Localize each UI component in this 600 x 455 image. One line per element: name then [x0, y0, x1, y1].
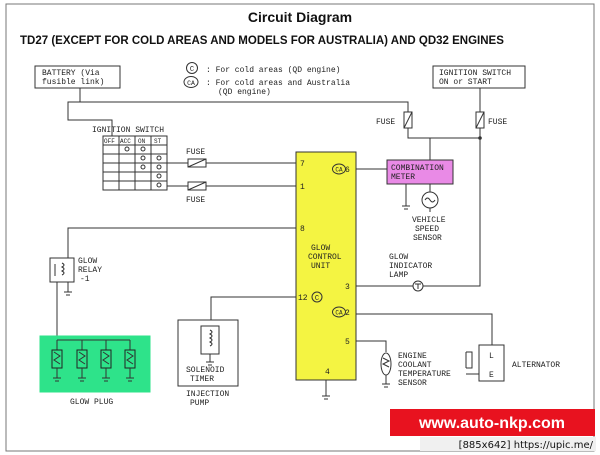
vss-label: VEHICLE	[412, 216, 446, 225]
wire-battery-ignition	[67, 102, 113, 138]
ignition-on-start-box	[432, 65, 526, 89]
ignition-switch-table: OFF ACC ON ST	[102, 135, 168, 191]
combination-meter-label: COMBINATION	[391, 164, 444, 173]
gcu-pin5: 5	[345, 338, 350, 347]
gcu-pin3: 3	[345, 283, 350, 292]
svg-text:TEMPERATURE: TEMPERATURE	[398, 370, 451, 379]
svg-text:C: C	[190, 66, 194, 74]
watermark-banner	[390, 409, 595, 436]
ground-gcu	[322, 380, 330, 400]
gcu-pin1: 1	[300, 183, 305, 192]
svg-text:CA: CA	[335, 167, 343, 174]
coolant-sensor-label: ENGINE	[398, 352, 427, 361]
ignition-on-start-label: IGNITION SWITCH	[439, 69, 511, 78]
ignition-switch-label: IGNITION SWITCH	[92, 126, 164, 135]
gcu-pin6: 6	[345, 166, 350, 175]
svg-text:SENSOR: SENSOR	[413, 234, 442, 243]
wire-gcu-pin2	[356, 313, 493, 345]
svg-text:CA: CA	[335, 310, 343, 317]
alternator	[478, 344, 505, 382]
ground-alternator	[465, 351, 479, 375]
watermark-text: www.auto-nkp.com	[418, 415, 565, 432]
svg-text:(QD engine): (QD engine)	[218, 88, 271, 97]
svg-text:RELAY: RELAY	[78, 266, 102, 275]
svg-text:fusible link): fusible link)	[42, 78, 104, 87]
gcu-pin7: 7	[300, 160, 305, 169]
legend-ca-symbol	[183, 76, 199, 88]
wire-lamp-feed	[356, 138, 481, 287]
gcu-pin4: 4	[325, 368, 330, 377]
wire-gcu-pin8	[67, 227, 296, 258]
glow-control-unit	[295, 151, 357, 381]
svg-text:INDICATOR: INDICATOR	[389, 262, 432, 271]
alternator-pin-l: L	[489, 352, 494, 361]
size-note-bg	[420, 437, 596, 451]
glow-plug-group	[39, 335, 151, 393]
svg-text:OFF: OFF	[104, 138, 115, 145]
glow-lamp-label: GLOW	[389, 253, 408, 262]
combination-meter	[386, 159, 454, 185]
legend-c-text: : For cold areas (QD engine)	[206, 66, 340, 75]
wire-battery-fuse	[80, 101, 409, 112]
svg-text:COOLANT: COOLANT	[398, 361, 432, 370]
gcu-pin8: 8	[300, 225, 305, 234]
gcu-label: GLOW	[311, 244, 330, 253]
glow-plug-label: GLOW PLUG	[70, 398, 113, 407]
svg-text:UNIT: UNIT	[311, 262, 330, 271]
glow-relay	[49, 257, 75, 283]
wire-gcu-pin12	[210, 296, 296, 320]
glow-plug-4	[124, 340, 136, 382]
glow-plug-2	[76, 340, 88, 382]
diagram-subtitle: TD27 (EXCEPT FOR COLD AREAS AND MODELS F…	[20, 35, 504, 47]
battery-label: BATTERY (Via	[42, 69, 100, 78]
ground-relay	[64, 291, 72, 296]
svg-text:SENSOR: SENSOR	[398, 379, 427, 388]
svg-text:FUSE: FUSE	[186, 196, 205, 205]
legend-ca-text: : For cold areas and Australia	[206, 79, 350, 88]
size-note: [885x642] https://upic.me/	[459, 440, 594, 451]
fuse-on-start-label: FUSE	[488, 118, 507, 127]
glow-plug-1	[51, 340, 63, 382]
svg-text:FUSE: FUSE	[186, 148, 205, 157]
solenoid-timer-label: SOLENOID	[186, 366, 225, 375]
svg-text:ST: ST	[154, 138, 162, 145]
wire-gcu-pin5	[356, 340, 387, 352]
fuse-meter-label: FUSE	[376, 118, 395, 127]
battery-box	[34, 65, 121, 89]
injection-pump-label: INJECTION	[186, 390, 229, 399]
svg-text:PUMP: PUMP	[190, 399, 209, 408]
wire-fuses-join	[407, 128, 481, 139]
ground-meter	[402, 184, 410, 210]
gcu-pin2: 2	[345, 309, 350, 318]
svg-text:-1: -1	[80, 275, 90, 284]
svg-text:CONTROL: CONTROL	[308, 253, 342, 262]
svg-text:LAMP: LAMP	[389, 271, 408, 280]
legend-c-symbol	[186, 62, 198, 74]
svg-text:METER: METER	[391, 173, 415, 182]
svg-text:ACC: ACC	[120, 138, 131, 145]
alternator-label: ALTERNATOR	[512, 361, 560, 370]
svg-text:ON or START: ON or START	[439, 78, 492, 87]
svg-text:CA: CA	[187, 80, 195, 87]
glow-plug-3	[100, 340, 112, 382]
diagram-title: Circuit Diagram	[248, 9, 352, 25]
gcu-pin12: 12	[298, 294, 308, 303]
svg-text:ON: ON	[138, 138, 146, 145]
svg-text:SPEED: SPEED	[415, 225, 439, 234]
glow-relay-label: GLOW	[78, 257, 97, 266]
svg-text:C: C	[315, 295, 319, 303]
svg-text:TIMER: TIMER	[190, 375, 214, 384]
alternator-pin-e: E	[489, 371, 494, 380]
